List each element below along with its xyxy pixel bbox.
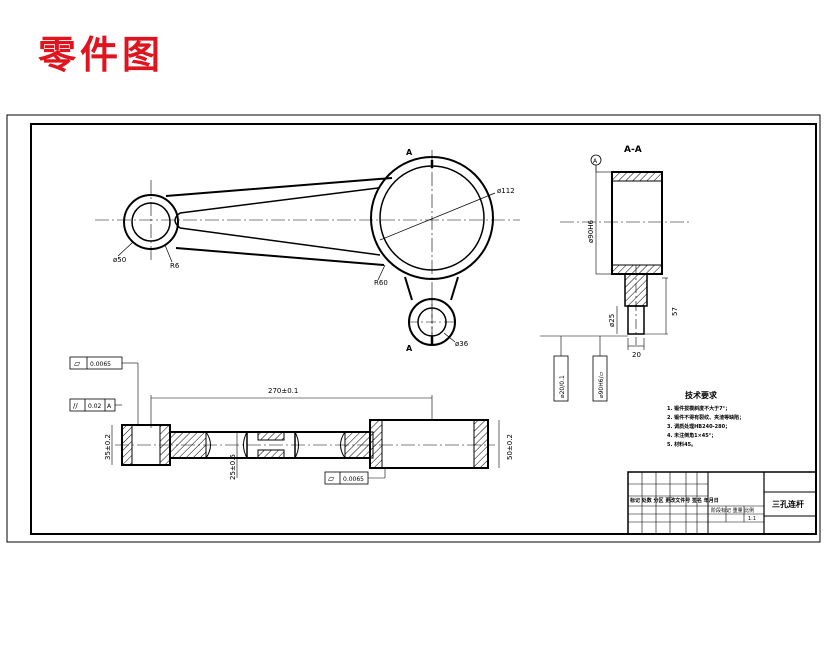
note-item-4: 4. 未注倒角1×45°；	[667, 432, 716, 439]
note-item-1: 1. 锻件拔模斜度不大于7°；	[667, 405, 730, 412]
note-item-2: 2. 锻件不得有裂纹、夹渣等缺陷；	[667, 414, 744, 421]
title-block-row: 标记 处数 分区 更改文件号 签名 年月日	[629, 497, 719, 504]
tol-2-value: 0.02	[88, 403, 102, 410]
notes-heading: 技术要求	[685, 390, 718, 400]
page-title: 零件图	[38, 32, 165, 77]
outer-frame	[6, 114, 821, 543]
tol-3-value: 0.0065	[343, 476, 364, 483]
dim-small-bore: R6	[170, 262, 180, 270]
side-frame-2: ⌀90H6/⏥	[598, 371, 605, 398]
dim-left-thickness: 35±0.2	[104, 434, 112, 460]
section-label: A-A	[624, 145, 642, 155]
title-block	[627, 471, 817, 535]
side-frame-1: ⌀20/0.1	[559, 375, 566, 398]
note-item-3: 3. 调质处理HB240-280；	[667, 423, 730, 430]
view-mark-bottom: A	[406, 344, 413, 353]
note-item-5: 5. 材料45。	[667, 441, 696, 448]
tol-1-value: 0.0065	[90, 361, 111, 368]
dim-overall-length: 270±0.1	[268, 387, 298, 395]
tolerance-frames	[69, 356, 369, 485]
datum-label: A	[593, 158, 598, 165]
section-view	[540, 154, 690, 356]
dim-shank-width: 20	[632, 351, 641, 359]
dim-web-thickness: 25±0.5	[229, 454, 237, 480]
dim-fillet-radius: R60	[374, 279, 388, 287]
dim-shank-dia: ø25	[608, 314, 616, 327]
view-mark-top: A	[406, 148, 413, 157]
dim-right-thickness: 50±0.2	[506, 434, 514, 460]
inner-frame	[30, 123, 817, 535]
tol-3-symbol: ⏥	[328, 474, 335, 483]
side-tolerance-frames	[553, 355, 608, 402]
dim-small-boss-dia: ø50	[113, 256, 126, 264]
title-block-scale: 1:1	[748, 516, 756, 522]
front-view	[111, 362, 500, 479]
dim-big-boss-dia: ø112	[497, 187, 515, 195]
plan-view	[95, 150, 520, 346]
title-block-stage: 阶段标记 重量 比例	[711, 507, 754, 514]
dim-section-height: ø90H6	[587, 220, 595, 243]
dim-lug-dia: ø36	[455, 340, 469, 348]
dim-shank-length: 57	[671, 307, 679, 316]
tol-1-symbol: ⏥	[74, 359, 81, 368]
part-name: 三孔连杆	[772, 499, 804, 509]
tol-2-symbol: //	[73, 402, 78, 410]
tol-2-datum: A	[107, 403, 112, 410]
